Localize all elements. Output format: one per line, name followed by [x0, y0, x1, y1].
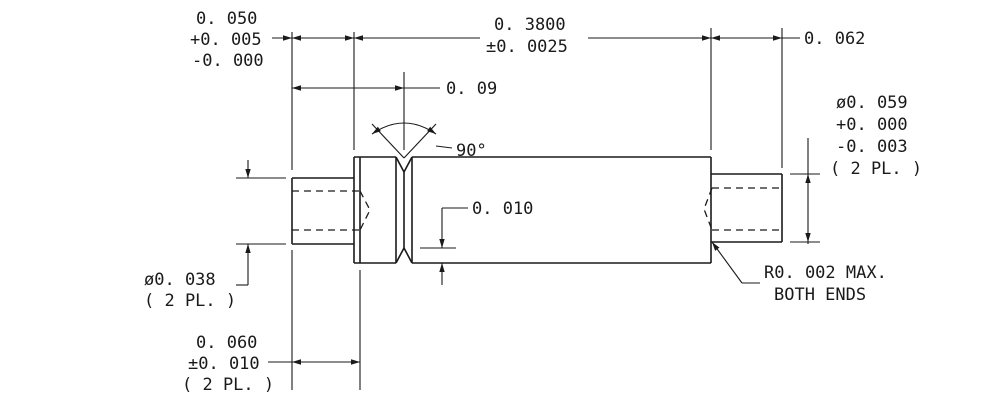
- radius-note-value: R0. 002 MAX.: [764, 263, 887, 283]
- hole-depth-dim: 0. 060 ±0. 010 ( 2 PL. ): [182, 333, 274, 395]
- left-pin: [291, 177, 354, 245]
- shank-length-nominal: 0. 050: [196, 9, 257, 29]
- hole-diameter-nominal: ø0. 038: [144, 270, 216, 290]
- pin-diameter-count: ( 2 PL. ): [830, 159, 922, 179]
- radius-note-scope: BOTH ENDS: [774, 285, 866, 305]
- dimension-lines: [236, 35, 811, 365]
- groove-depth-dim: 0. 010: [472, 199, 533, 219]
- body-length-dim: 0. 3800 ±0. 0025: [486, 15, 568, 57]
- hole-depth-nominal: 0. 060: [196, 333, 257, 353]
- left-shoulder: [353, 156, 396, 264]
- main-body: [412, 156, 712, 264]
- pin-diameter-minus-tol: -0. 003: [836, 137, 908, 157]
- hole-depth-count: ( 2 PL. ): [182, 375, 274, 395]
- hole-depth-tolerance: ±0. 010: [188, 354, 260, 374]
- shank-length-dim: 0. 050 +0. 005 -0. 000: [190, 9, 264, 71]
- radius-note: R0. 002 MAX. BOTH ENDS: [764, 263, 887, 305]
- shank-length-minus-tol: -0. 000: [192, 51, 264, 71]
- groove-position-dim: 0. 09: [446, 79, 497, 99]
- hole-diameter-dim: ø0. 038 ( 2 PL. ): [144, 270, 236, 311]
- v-groove: [395, 156, 413, 264]
- body-length-tolerance: ±0. 0025: [486, 37, 568, 57]
- body-length-nominal: 0. 3800: [494, 15, 566, 35]
- hidden-hole-right: [703, 187, 782, 231]
- hidden-hole-left: [292, 190, 371, 231]
- part-outline: [291, 156, 783, 264]
- tip-length-dim: 0. 062: [804, 29, 865, 49]
- pin-diameter-nominal: ø0. 059: [836, 93, 908, 113]
- pin-diameter-plus-tol: +0. 000: [836, 115, 908, 135]
- shank-length-plus-tol: +0. 005: [190, 30, 262, 50]
- right-pin: [711, 173, 783, 243]
- groove-angle-dim: 90°: [456, 141, 487, 161]
- extension-lines: [236, 28, 820, 390]
- hole-diameter-count: ( 2 PL. ): [144, 291, 236, 311]
- pin-diameter-dim: ø0. 059 +0. 000 -0. 003 ( 2 PL. ): [830, 93, 922, 179]
